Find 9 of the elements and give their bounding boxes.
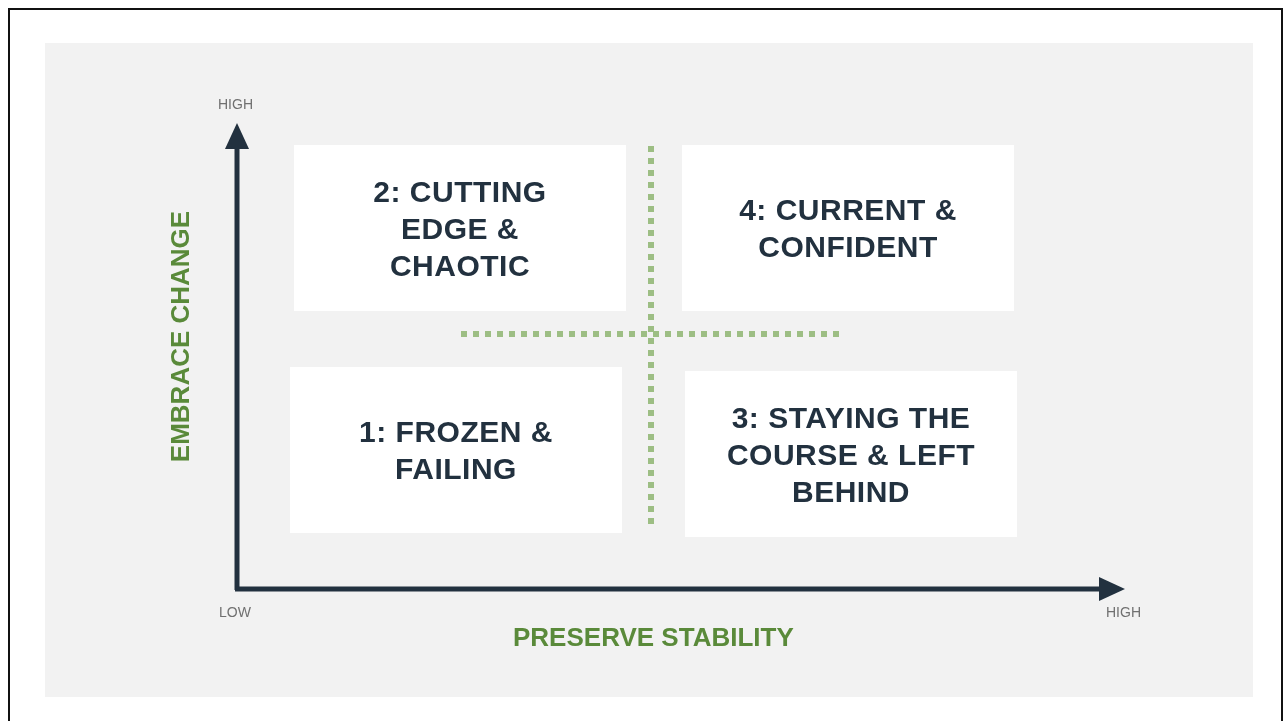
axis-title: EMBRACE CHANGE: [164, 210, 196, 462]
axis-tick-label: LOW: [219, 604, 251, 620]
quadrant-label: 4: CURRENT & CONFIDENT: [738, 192, 958, 265]
quadrant-label: 1: FROZEN & FAILING: [358, 414, 554, 487]
axis-tick-label: HIGH: [1106, 604, 1141, 620]
axis-tick-label: HIGH: [218, 96, 253, 112]
quadrant-label: 3: STAYING THE COURSE & LEFT BEHIND: [725, 399, 977, 510]
axis-title: PRESERVE STABILITY: [513, 622, 794, 653]
quadrant-label: 2: CUTTING EDGE & CHAOTIC: [372, 173, 548, 284]
